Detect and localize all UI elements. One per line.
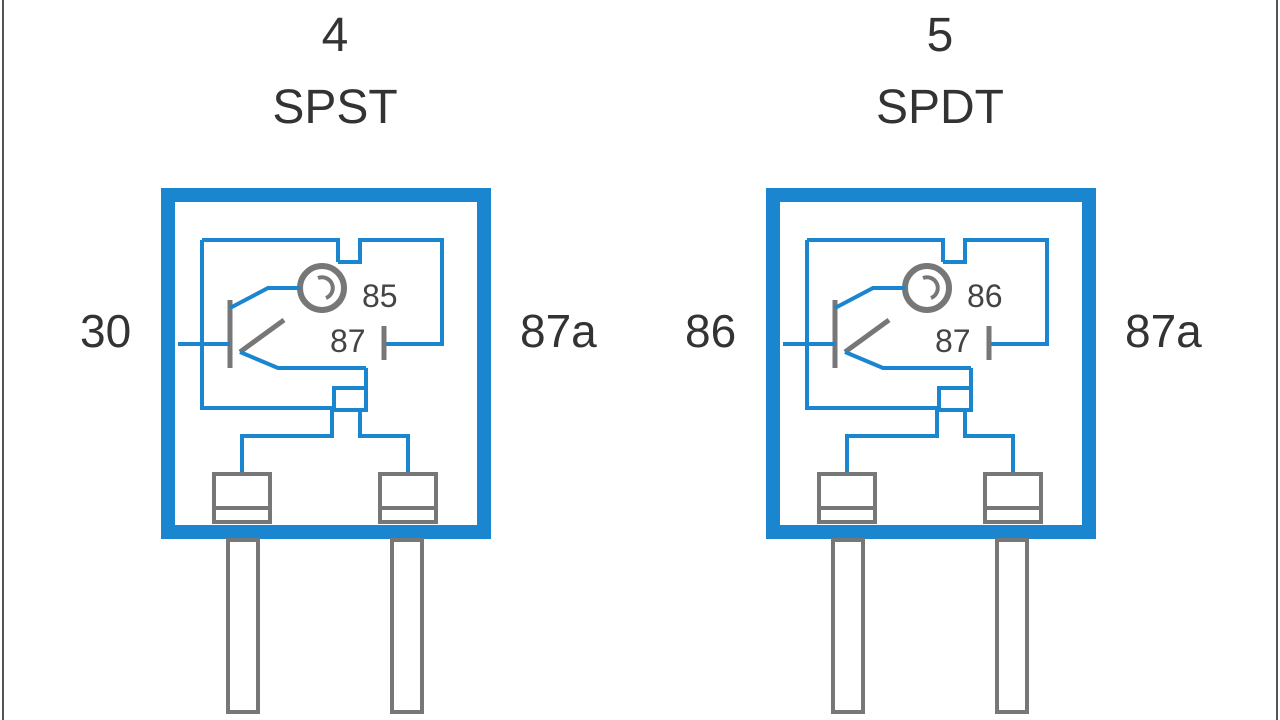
wire-left-loop (200, 240, 332, 410)
terminal-right-label: 87a (1125, 305, 1202, 357)
terminal-left-label: 30 (80, 305, 132, 357)
coil-label: 85 (362, 278, 398, 314)
frame-left-edge (2, 0, 4, 720)
relay-schematic (766, 188, 1096, 714)
pin-left-head (817, 472, 877, 524)
relay-type-label: SPST (272, 81, 398, 134)
relay-housing (161, 188, 491, 539)
coil-symbol (297, 263, 347, 313)
relay-number: 4 (321, 9, 349, 62)
relay-number: 5 (926, 9, 954, 62)
relay-schematic (161, 188, 491, 714)
pin-left-leg (831, 538, 865, 714)
wire-left-loop (805, 240, 937, 410)
pin-left-wire (240, 410, 334, 476)
connector-block (332, 386, 368, 412)
coil-label: 86 (967, 278, 1003, 314)
switch-lower-lead (239, 350, 366, 370)
relay-housing (766, 188, 1096, 539)
contact-label: 87 (935, 323, 971, 359)
relay-type-label: SPDT (875, 81, 1004, 134)
switch-upper-lead (229, 286, 300, 310)
pin-right-head (378, 472, 438, 524)
switch-upper-lead (834, 286, 905, 310)
terminal-right-label: 87a (520, 305, 597, 357)
pin-right-leg (995, 538, 1029, 714)
relay-spdt: 5 SPDT 86 87a 86 87 (605, 0, 1245, 720)
pin-right-leg (390, 538, 424, 714)
pin-left-head (212, 472, 272, 524)
coil-inner-arc (922, 275, 940, 300)
switch-arm (238, 317, 286, 355)
switch-lower-lead (844, 350, 971, 370)
coil-symbol (902, 263, 952, 313)
frame-right-edge (1276, 0, 1278, 720)
pin-right-wire (963, 410, 1015, 476)
wire-right-loop (943, 238, 1049, 346)
contact-label: 87 (330, 323, 366, 359)
coil-wire-top (807, 238, 945, 262)
wire-right-loop (338, 238, 444, 346)
terminal-left-label: 86 (685, 305, 737, 357)
pin-left-wire (845, 410, 939, 476)
switch-arm (843, 317, 891, 355)
pin-left-leg (226, 538, 260, 714)
coil-inner-arc (317, 275, 335, 300)
pin-right-wire (358, 410, 410, 476)
coil-wire-top (202, 238, 340, 262)
connector-block (937, 386, 973, 412)
relay-spst: 4 SPST 30 87a 85 (80, 9, 597, 714)
pin-right-head (983, 472, 1043, 524)
